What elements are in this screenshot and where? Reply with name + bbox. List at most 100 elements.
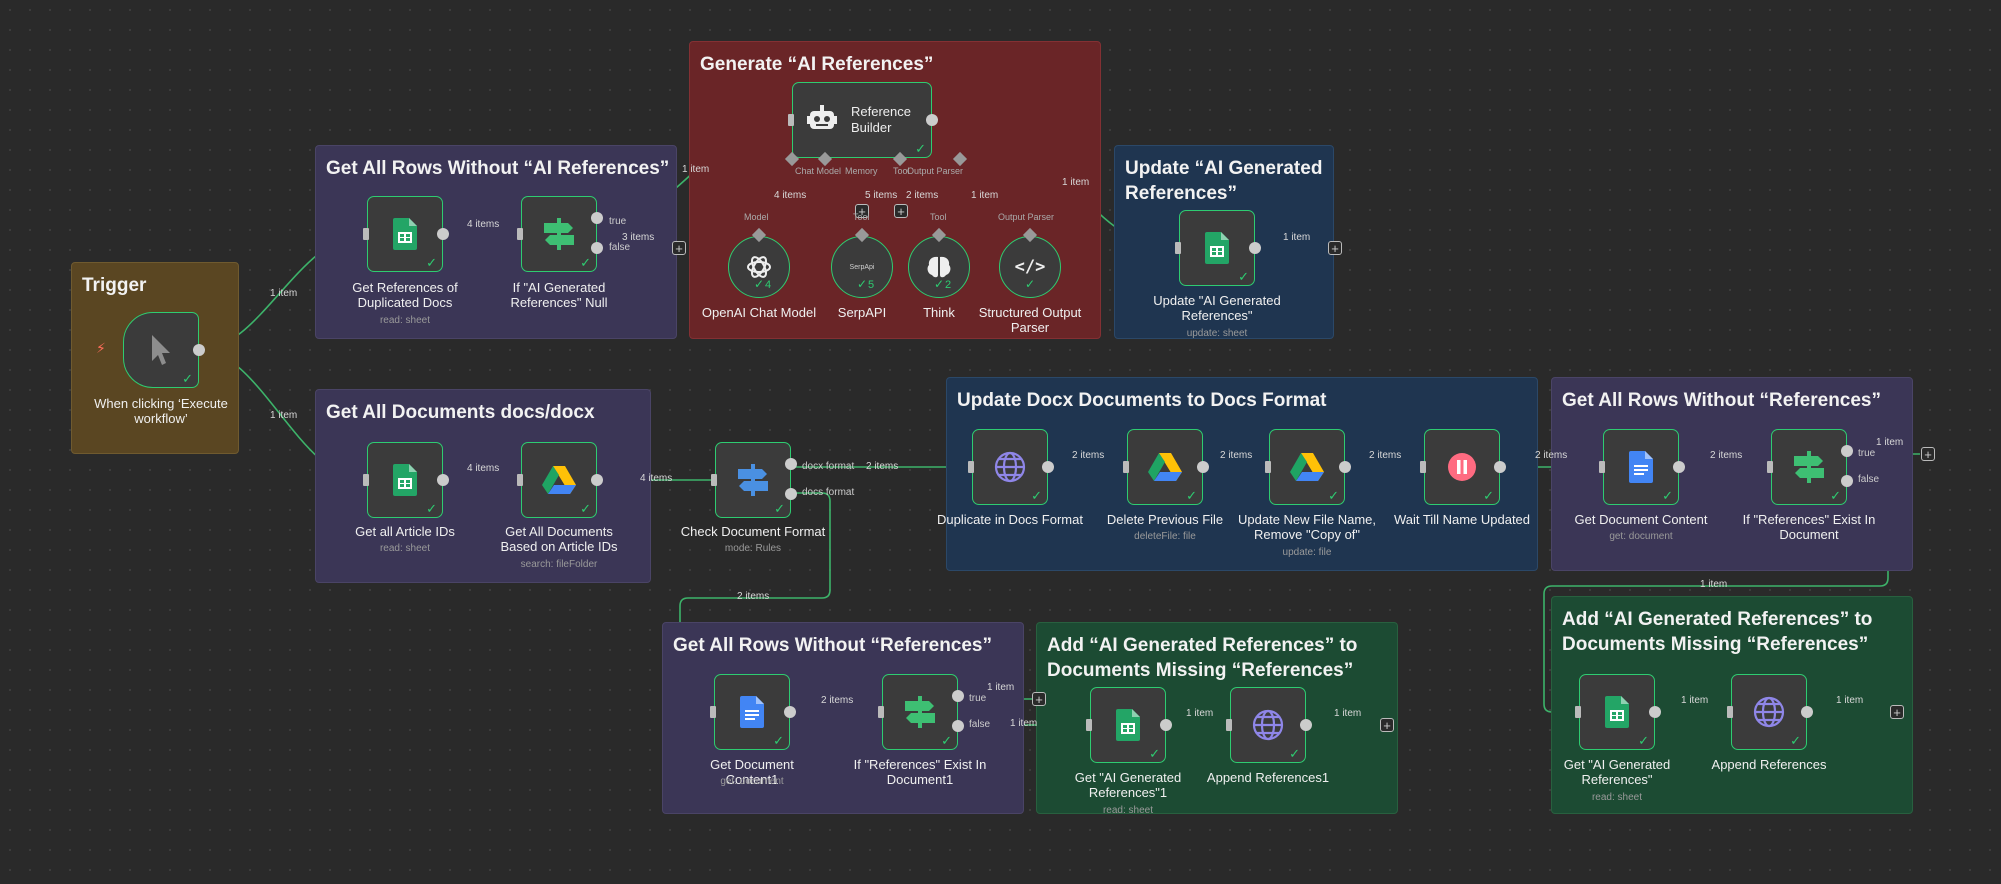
- google-drive-node-get-all-documents[interactable]: ✓: [517, 442, 603, 518]
- output-port[interactable]: [1160, 719, 1172, 731]
- success-check-icon: ✓: [1031, 488, 1042, 503]
- port-false-label: false: [1858, 474, 1880, 485]
- google-drive-node-delete-previous[interactable]: ✓: [1123, 429, 1209, 505]
- google-sheets-node-get-ai-references1[interactable]: ✓: [1086, 687, 1172, 763]
- google-docs-node-get-document-content[interactable]: ✓: [1599, 429, 1685, 505]
- input-port[interactable]: [363, 228, 369, 240]
- add-node-button[interactable]: +: [672, 241, 686, 255]
- serpapi-tool-node[interactable]: SerpApi ✓ 5: [831, 236, 893, 298]
- output-port[interactable]: [1673, 461, 1685, 473]
- group-title: Add “AI Generated References” to Documen…: [1562, 609, 1873, 655]
- edge-label: 2 items: [821, 695, 854, 706]
- input-port[interactable]: [517, 228, 523, 240]
- input-port[interactable]: [711, 474, 717, 486]
- add-node-button[interactable]: +: [1380, 718, 1394, 732]
- output-port[interactable]: [1197, 461, 1209, 473]
- true-output-port[interactable]: [1841, 445, 1853, 457]
- input-port[interactable]: [1175, 242, 1181, 254]
- input-port[interactable]: [363, 474, 369, 486]
- node-label: When clicking ‘Execute workflow’: [94, 396, 228, 426]
- edge-label: 2 items: [737, 591, 770, 602]
- success-check-icon: ✓: [1638, 733, 1649, 748]
- google-sheets-node-update-ai-references[interactable]: ✓: [1175, 210, 1261, 286]
- openai-chat-model-node[interactable]: ✓ 4: [728, 236, 790, 298]
- input-port[interactable]: [1575, 706, 1581, 718]
- node-label: Reference Builder: [851, 104, 911, 135]
- docx-output-port[interactable]: [785, 458, 797, 470]
- google-sheets-node-get-references[interactable]: ✓: [363, 196, 449, 272]
- http-request-node-append-references1[interactable]: ✓: [1226, 687, 1312, 763]
- input-port[interactable]: [1226, 719, 1232, 731]
- output-port[interactable]: [1494, 461, 1506, 473]
- output-port[interactable]: [784, 706, 796, 718]
- node-subtitle: update: sheet: [1186, 328, 1248, 339]
- manual-trigger-node[interactable]: ✓: [123, 312, 205, 388]
- output-port[interactable]: [1339, 461, 1351, 473]
- add-node-button[interactable]: +: [1921, 447, 1935, 461]
- input-port[interactable]: [1420, 461, 1426, 473]
- true-output-port[interactable]: [952, 690, 964, 702]
- success-check-icon: ✓: [1328, 488, 1339, 503]
- input-port[interactable]: [878, 706, 884, 718]
- output-port[interactable]: [437, 228, 449, 240]
- add-node-button[interactable]: +: [1032, 692, 1046, 706]
- edge-label: 1 item: [1010, 718, 1038, 729]
- input-port[interactable]: [788, 114, 794, 126]
- ai-agent-node-reference-builder[interactable]: Reference Builder ✓: [788, 82, 938, 158]
- edge-label: 2 items: [866, 461, 899, 472]
- edge-label: 2 items: [1535, 450, 1568, 461]
- success-check-icon: ✓: [580, 501, 591, 516]
- success-check-icon: ✓: [774, 501, 785, 516]
- input-port[interactable]: [1123, 461, 1129, 473]
- google-sheets-node-get-ai-references[interactable]: ✓: [1575, 674, 1661, 750]
- input-port[interactable]: [968, 461, 974, 473]
- input-port[interactable]: [1727, 706, 1733, 718]
- run-count: 5: [868, 279, 875, 291]
- google-drive-node-update-file-name[interactable]: ✓: [1265, 429, 1351, 505]
- input-port[interactable]: [517, 474, 523, 486]
- if-node-references-exist1[interactable]: ✓: [878, 674, 964, 750]
- input-port[interactable]: [1599, 461, 1605, 473]
- false-output-port[interactable]: [952, 720, 964, 732]
- success-check-icon: ✓: [426, 501, 437, 516]
- if-node-ai-references-null[interactable]: ✓: [517, 196, 603, 272]
- true-output-port[interactable]: [591, 212, 603, 224]
- success-check-icon: ✓: [1025, 277, 1036, 291]
- if-node-references-exist[interactable]: ✓: [1767, 429, 1853, 505]
- output-port[interactable]: [1042, 461, 1054, 473]
- input-port[interactable]: [1767, 461, 1773, 473]
- switch-node-check-document-format[interactable]: ✓: [711, 442, 797, 518]
- serpapi-logo: SerpApi: [849, 263, 875, 271]
- input-port[interactable]: [710, 706, 716, 718]
- output-port[interactable]: [1249, 242, 1261, 254]
- output-port[interactable]: [1649, 706, 1661, 718]
- google-sheets-node-get-article-ids[interactable]: ✓: [363, 442, 449, 518]
- output-port[interactable]: [437, 474, 449, 486]
- docs-output-port[interactable]: [785, 488, 797, 500]
- output-port[interactable]: [926, 114, 938, 126]
- add-node-button[interactable]: +: [1890, 705, 1904, 719]
- false-output-port[interactable]: [1841, 475, 1853, 487]
- output-port[interactable]: [591, 474, 603, 486]
- think-tool-node[interactable]: ✓ 2: [908, 236, 970, 298]
- output-port[interactable]: [1300, 719, 1312, 731]
- output-port[interactable]: [1801, 706, 1813, 718]
- add-node-button[interactable]: +: [1328, 241, 1342, 255]
- slot-label-output-parser: Output Parser: [907, 166, 964, 176]
- input-port[interactable]: [1086, 719, 1092, 731]
- node-label: Delete Previous File: [1106, 512, 1224, 527]
- node-subtitle: read: sheet: [379, 543, 431, 554]
- http-request-node-duplicate[interactable]: ✓: [968, 429, 1054, 505]
- http-request-node-append-references[interactable]: ✓: [1727, 674, 1813, 750]
- edge-label: 5 items: [865, 190, 898, 201]
- google-drive-icon: [542, 466, 576, 494]
- add-memory-button[interactable]: +: [855, 204, 869, 218]
- output-port[interactable]: [193, 344, 205, 356]
- wait-node[interactable]: ✓: [1420, 429, 1506, 505]
- false-output-port[interactable]: [591, 242, 603, 254]
- input-port[interactable]: [1265, 461, 1271, 473]
- google-docs-node-get-document-content1[interactable]: ✓: [710, 674, 796, 750]
- add-tool-button[interactable]: +: [894, 204, 908, 218]
- port-docx-label: docx format: [802, 461, 855, 472]
- structured-output-parser-node[interactable]: </> ✓: [999, 236, 1061, 298]
